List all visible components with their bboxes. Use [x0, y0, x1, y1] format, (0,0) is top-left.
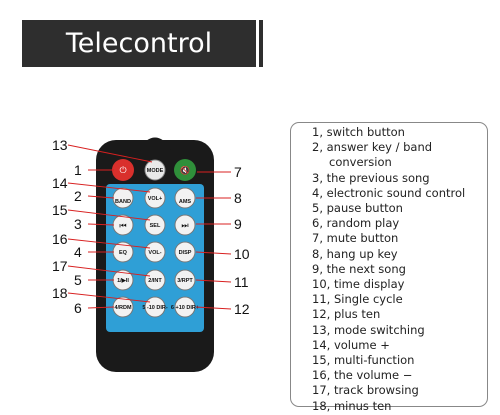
callout-15: 15	[52, 202, 68, 218]
legend-item: 5, pause button	[312, 201, 403, 216]
callout-10: 10	[234, 246, 250, 262]
page-title: Telecontrol	[65, 28, 213, 59]
dir-plus-label: 6 +10 DIR+	[171, 305, 199, 311]
band-button[interactable]	[112, 187, 134, 209]
mode-label: MODE	[147, 168, 164, 174]
callout-9: 9	[234, 216, 242, 232]
sel-label: SEL	[150, 223, 161, 229]
play-pause-label: 1/▶II	[117, 277, 129, 284]
legend-item: 16, the volume −	[312, 368, 413, 383]
vol-plus-button[interactable]	[144, 187, 166, 209]
callout-8: 8	[234, 190, 242, 206]
disp-button[interactable]	[174, 241, 196, 263]
rpt-label: 3/RPT	[177, 278, 193, 284]
legend-item: 8, hang up key	[312, 246, 398, 261]
callout-16: 16	[52, 231, 68, 247]
callout-13: 13	[52, 137, 68, 153]
legend-item: 2, answer key / band	[312, 140, 433, 155]
next-button[interactable]	[174, 214, 196, 236]
callout-17: 17	[52, 258, 68, 274]
callout-11: 11	[234, 274, 249, 290]
callout-14: 14	[52, 175, 68, 191]
legend-item: 10, time display	[312, 277, 405, 292]
legend-item: 9, the next song	[312, 261, 406, 276]
dir-minus-label: 5 -10 DIR-	[142, 305, 168, 311]
legend-item: conversion	[329, 155, 392, 170]
legend-item: 3, the previous song	[312, 170, 430, 185]
legend-item: 7, mute button	[312, 231, 399, 246]
legend-item: 4, electronic sound control	[312, 185, 466, 200]
callout-1: 1	[74, 162, 82, 178]
callout-5: 5	[74, 272, 82, 288]
callout-3: 3	[74, 216, 82, 232]
mute-icon: 🔇	[180, 165, 190, 175]
ams-label: AMS	[179, 199, 192, 205]
legend-item: 12, plus ten	[312, 307, 381, 322]
next-icon: ⏭	[181, 221, 188, 230]
title-accent-bar	[259, 20, 263, 67]
legend-item: 11, Single cycle	[312, 292, 403, 307]
rpt-button[interactable]	[174, 269, 196, 291]
remote-ir-window	[138, 137, 172, 151]
legend-item: 18, minus ten	[312, 398, 392, 413]
int-label: 2/INT	[148, 278, 162, 284]
eq-label: EQ	[119, 250, 128, 256]
mute-button[interactable]	[174, 159, 196, 181]
callout-lines	[67, 144, 232, 310]
legend-item: 6, random play	[312, 216, 400, 231]
ams-button[interactable]	[174, 187, 196, 209]
power-button[interactable]	[112, 159, 134, 181]
int-button[interactable]	[144, 269, 166, 291]
legend-item: 1, switch button	[312, 125, 405, 139]
callout-18: 18	[52, 285, 68, 301]
callout-7: 7	[234, 164, 242, 180]
legend-box	[290, 122, 488, 407]
band-label: BAND	[115, 199, 131, 205]
power-icon: ⏻	[119, 165, 126, 176]
dir-plus-button[interactable]	[174, 296, 196, 318]
vol-minus-label: VOL-	[148, 250, 161, 256]
vol-plus-label: VOL+	[148, 196, 163, 202]
callout-6: 6	[74, 300, 82, 316]
mode-button[interactable]	[144, 159, 166, 181]
legend-item: 13, mode switching	[312, 322, 425, 337]
callout-12: 12	[234, 301, 250, 317]
legend-list: 1, switch button 2, answer key / band co…	[312, 125, 465, 414]
legend-item: 14, volume +	[312, 337, 390, 352]
previous-icon: ⏮	[119, 221, 126, 230]
callout-2: 2	[74, 188, 82, 204]
callout-4: 4	[74, 244, 82, 260]
title-banner: Telecontrol	[22, 20, 256, 67]
vol-minus-button[interactable]	[144, 241, 166, 263]
legend-item: 15, multi-function	[312, 353, 415, 368]
disp-label: DISP	[179, 250, 192, 256]
legend-item: 17, track browsing	[312, 383, 419, 398]
rdm-label: 4/RDM	[114, 305, 132, 311]
